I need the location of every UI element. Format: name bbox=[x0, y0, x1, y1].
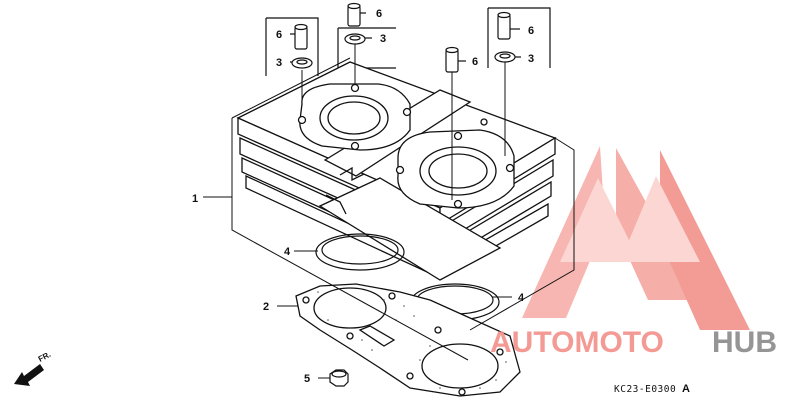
direction-label: FR. bbox=[37, 350, 53, 364]
callout-2: 2 bbox=[263, 301, 269, 313]
callout-1: 1 bbox=[192, 193, 198, 205]
washer-part-5 bbox=[329, 369, 349, 387]
dowel-pack-center bbox=[337, 2, 396, 69]
drawing-suffix: A bbox=[682, 383, 690, 395]
watermark-text-secondary: HUB bbox=[712, 326, 777, 359]
callout-3-center: 3 bbox=[380, 33, 386, 45]
cylinder-bores bbox=[297, 83, 515, 209]
watermark-text-primary: AUTOMOTO bbox=[490, 326, 664, 359]
cylinder-base-gasket bbox=[295, 283, 521, 397]
watermark-logo-icon bbox=[522, 146, 750, 330]
callout-4-left: 4 bbox=[284, 246, 291, 258]
callout-6-center: 6 bbox=[376, 8, 382, 20]
callout-6-left: 6 bbox=[276, 29, 282, 41]
dowel-pack-right bbox=[487, 7, 551, 68]
callout-3-right: 3 bbox=[528, 53, 534, 65]
callout-5: 5 bbox=[304, 373, 310, 385]
callout-6-loose: 6 bbox=[472, 56, 478, 68]
drawing-code: KC23-E0300 bbox=[614, 384, 676, 395]
leader-lines bbox=[203, 44, 575, 379]
dowel-pack-left bbox=[265, 17, 319, 76]
callout-4-right: 4 bbox=[518, 292, 525, 304]
callout-3-left: 3 bbox=[276, 57, 282, 69]
callout-6-right: 6 bbox=[528, 25, 534, 37]
front-direction-arrow-icon bbox=[14, 364, 44, 386]
dowel-pin-loose bbox=[445, 46, 466, 73]
